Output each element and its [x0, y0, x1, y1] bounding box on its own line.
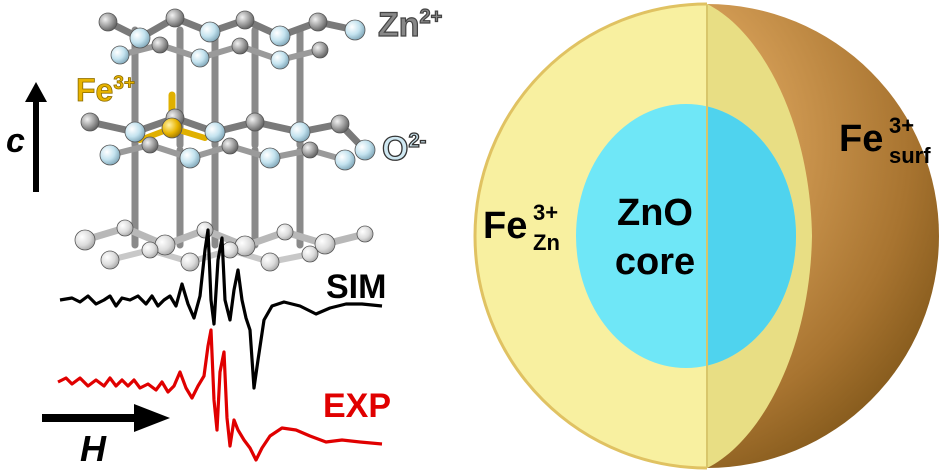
o-atom	[190, 48, 210, 68]
o-atom	[259, 147, 281, 169]
zn-atom-lower	[196, 221, 214, 239]
o-atom-lower	[234, 235, 256, 257]
o-atom	[354, 139, 376, 161]
sim-label: SIM	[326, 268, 386, 306]
magnetic-field-arrow	[42, 404, 170, 432]
o-ion-label: O2-	[382, 130, 426, 168]
fe-charge: 3+	[113, 73, 135, 94]
o-atom	[99, 144, 121, 166]
zn-atom	[330, 114, 350, 134]
fe-zn-symbol: Fe	[483, 205, 527, 247]
o-atom	[270, 50, 290, 70]
fe-surf-label: Fe	[839, 118, 883, 160]
o-atom-lower	[74, 229, 96, 251]
wurtzite-crystal-structure	[74, 8, 376, 272]
o-symbol: O	[382, 130, 408, 168]
o-atom	[269, 25, 291, 47]
zn-atom-lower	[356, 225, 374, 243]
zn-atom-lower	[116, 219, 134, 237]
o-atom	[289, 121, 311, 143]
exp-label: EXP	[323, 387, 391, 425]
zn-atom-lower	[141, 241, 159, 259]
zn-atom	[221, 137, 239, 155]
zn-atom	[311, 41, 329, 59]
core-shell-nanoparticle	[473, 2, 939, 470]
fe-surf-sup: 3+	[889, 113, 914, 138]
fe-surf-sub: surf	[889, 143, 931, 168]
core-label-line2: core	[615, 241, 695, 283]
fe-atom	[161, 117, 183, 139]
zn-atom	[235, 10, 255, 30]
zn-atom	[301, 141, 319, 159]
o-atom	[344, 19, 366, 41]
zn-atom	[98, 12, 118, 32]
o-atom	[204, 121, 226, 143]
exp-spectrum-trace	[57, 328, 383, 462]
core-label-line1: ZnO	[617, 192, 693, 234]
zn-atom-lower	[276, 223, 294, 241]
o-atom	[334, 149, 356, 171]
fe-ion-label: Fe3+	[76, 72, 135, 108]
fe-zn-label: Fe	[483, 205, 527, 247]
c-axis-arrow	[25, 82, 47, 192]
zn-atom	[308, 12, 328, 32]
o-charge: 2-	[408, 130, 426, 152]
zn-ion-label: Zn2+	[378, 6, 442, 44]
c-axis-label: c	[6, 122, 25, 160]
o-atom-lower	[100, 250, 120, 270]
o-atom	[179, 147, 201, 169]
o-atom	[110, 45, 130, 65]
zn-atom	[245, 112, 265, 132]
zn-atom	[141, 136, 159, 154]
sim-spectrum-trace	[59, 228, 383, 390]
zn-atom	[80, 112, 100, 132]
fe-surf-symbol: Fe	[839, 118, 883, 160]
o-atom-lower	[260, 252, 280, 272]
zn-atom	[165, 8, 185, 28]
zn-symbol: Zn	[378, 6, 420, 44]
fe-symbol: Fe	[76, 72, 113, 108]
fe-zn-sup: 3+	[533, 200, 558, 225]
field-label: H	[80, 428, 107, 469]
o-atom	[124, 121, 146, 143]
o-atom-lower	[180, 252, 200, 272]
zn-charge: 2+	[420, 6, 443, 28]
o-atom	[199, 21, 221, 43]
zn-atom	[231, 37, 249, 55]
zn-atom	[151, 36, 169, 54]
o-atom-lower	[314, 233, 336, 255]
fe-zn-sub: Zn	[533, 230, 560, 255]
o-atom	[129, 27, 151, 49]
zn-atom-lower	[301, 245, 319, 263]
